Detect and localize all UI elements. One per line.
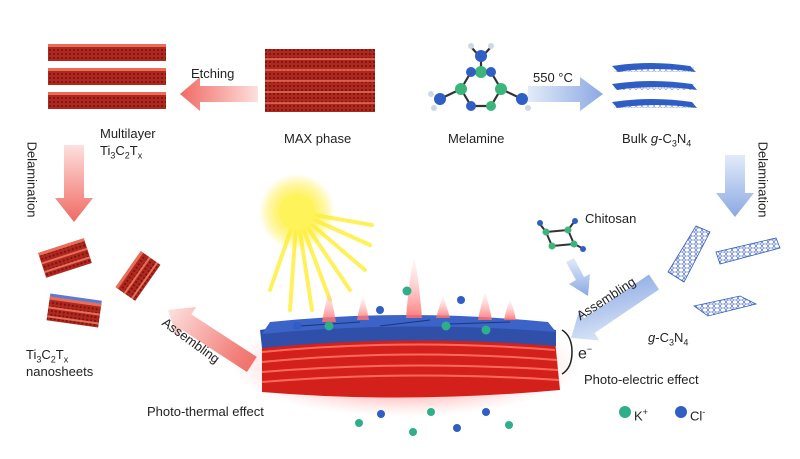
bulk-gcn-stack — [612, 63, 697, 108]
legend-cl-label: Cl- — [690, 407, 706, 424]
assembling-right-arrow — [571, 274, 660, 341]
melamine-molecule — [428, 43, 534, 111]
delamination-right-label: Delamination — [755, 141, 771, 218]
max-phase-block — [265, 49, 375, 112]
ions-bottom — [355, 408, 513, 436]
mxene-nanosheets-label: nanosheets — [26, 364, 94, 379]
legend-k-dot — [619, 406, 631, 418]
gcn-nanosheets-label: g-C3N4 — [648, 330, 689, 348]
multilayer-formula: Ti3C2Tx — [100, 143, 143, 161]
mxene-nanosheets-formula: Ti3C2Tx — [26, 347, 69, 365]
ions-top — [293, 286, 491, 335]
delamination-right-arrow — [716, 155, 754, 217]
max-phase-label: MAX phase — [284, 131, 352, 146]
chitosan-arrow — [566, 258, 590, 296]
melamine-label: Melamine — [448, 131, 505, 146]
etching-arrow — [180, 77, 258, 111]
bulk-gcn-label: Bulk g-C3N4 — [622, 131, 692, 149]
composite-membrane — [230, 313, 580, 417]
chitosan-molecule — [537, 218, 586, 252]
delamination-left-label: Delamination — [24, 141, 40, 218]
gcn-nanosheets — [667, 225, 781, 317]
chitosan-label: Chitosan — [585, 211, 637, 226]
sun-icon — [259, 174, 374, 312]
photo-thermal-label: Photo-thermal effect — [147, 404, 264, 419]
legend-k-label: K+ — [634, 407, 648, 424]
electron-label: e− — [578, 344, 593, 363]
heat-flames — [322, 258, 516, 322]
delamination-left-arrow — [55, 145, 93, 222]
multilayer-label: Multilayer — [100, 126, 156, 141]
photo-electric-label: Photo-electric effect — [584, 372, 699, 387]
heating-arrow — [528, 77, 603, 111]
electron-bracket — [561, 329, 573, 375]
temperature-label: 550 °C — [533, 70, 573, 85]
multilayer-mxene-stack — [48, 44, 166, 109]
mxene-nanosheets — [38, 238, 161, 328]
etching-label: Etching — [191, 66, 235, 81]
legend-cl-dot — [675, 406, 687, 418]
